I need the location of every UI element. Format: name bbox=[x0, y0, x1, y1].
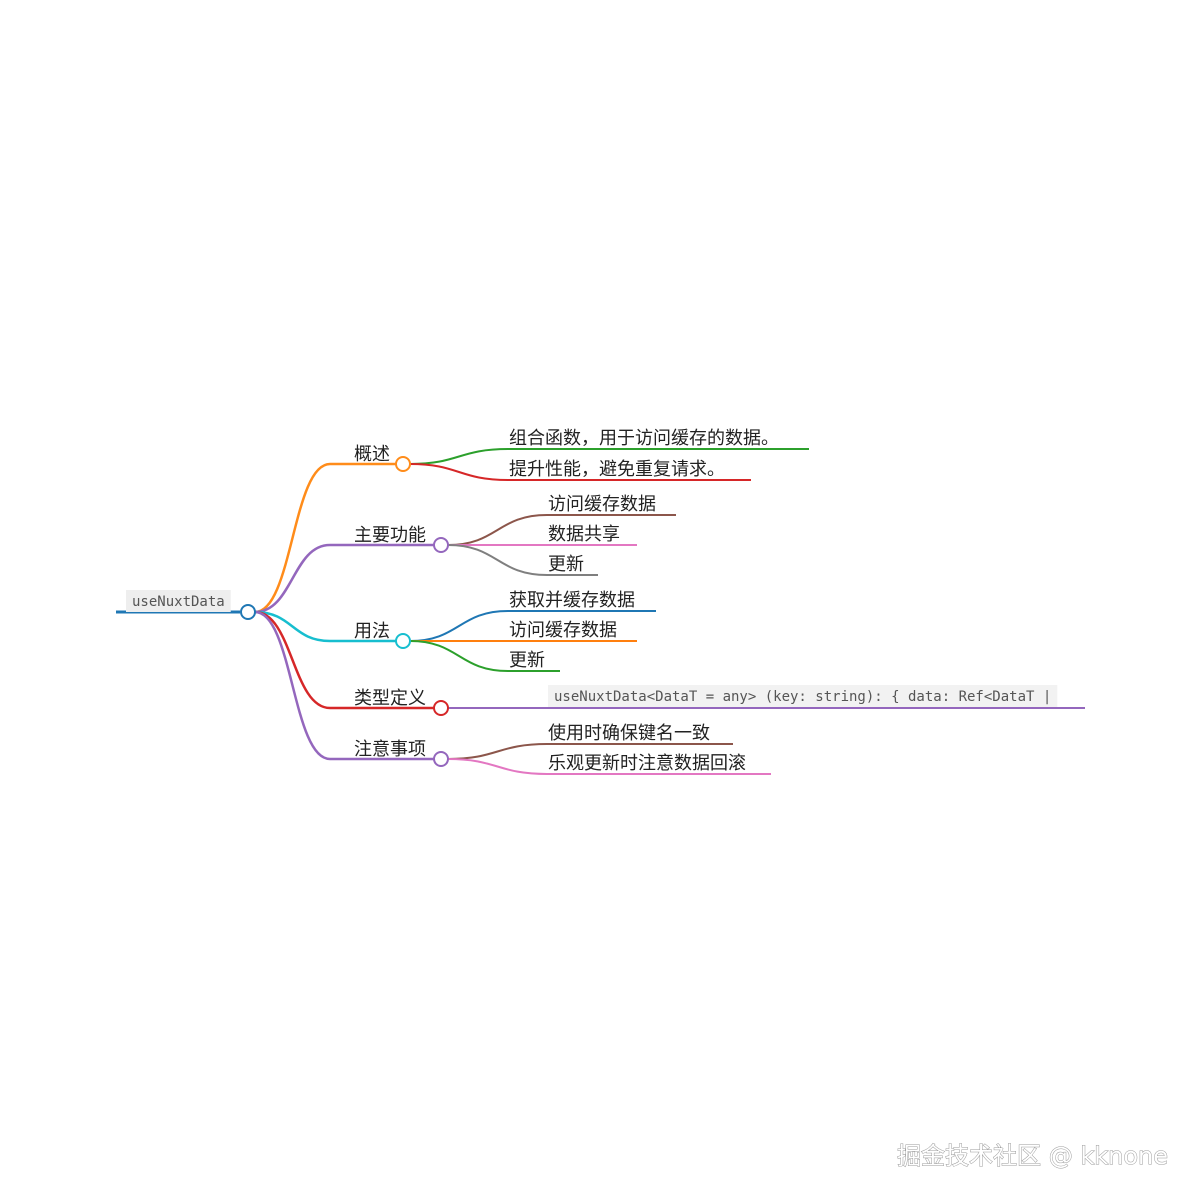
branch-4-collapse-toggle[interactable] bbox=[433, 700, 449, 716]
branch-1-label: 概述 bbox=[354, 444, 390, 465]
branch-5-child-1-edge bbox=[447, 743, 548, 760]
branch-3-child-2-label: 访问缓存数据 bbox=[509, 620, 617, 641]
branch-2-label: 主要功能 bbox=[354, 525, 426, 546]
branch-3-child-1-edge bbox=[409, 610, 509, 642]
branch-4-child-1-label: useNuxtData<DataT = any> (key: string): … bbox=[554, 689, 1051, 705]
branch-2-child-1-edge bbox=[447, 514, 548, 546]
branch-2-child-1-label: 访问缓存数据 bbox=[548, 494, 656, 515]
branch-2-child-2-label: 数据共享 bbox=[548, 524, 620, 545]
branch-5-child-2-label: 乐观更新时注意数据回滚 bbox=[548, 753, 746, 774]
branch-1-child-1-label: 组合函数，用于访问缓存的数据。 bbox=[509, 428, 779, 449]
branch-2-child-3-label: 更新 bbox=[548, 554, 584, 575]
branch-2-child-3-edge bbox=[447, 544, 548, 576]
branch-5-child-2-edge bbox=[447, 758, 548, 775]
branch-2-edge bbox=[254, 543, 331, 614]
branch-5-collapse-toggle[interactable] bbox=[433, 751, 449, 767]
watermark: 掘金技术社区 @ kknone bbox=[897, 1142, 1168, 1170]
root-collapse-toggle[interactable] bbox=[240, 604, 256, 620]
branch-1-edge bbox=[254, 462, 331, 614]
branch-1-child-2-edge bbox=[409, 463, 509, 481]
mindmap-edges bbox=[116, 448, 1085, 775]
branch-3-child-3-edge bbox=[409, 640, 509, 672]
branch-3-collapse-toggle[interactable] bbox=[395, 633, 411, 649]
mindmap-nodes: useNuxtData 概述 组合函数，用于访问缓存的数据。提升性能，避免重复请求。… bbox=[126, 428, 1058, 774]
branch-5-child-1-label: 使用时确保键名一致 bbox=[548, 723, 710, 744]
root-node-bg bbox=[126, 590, 231, 612]
branch-3-edge bbox=[254, 610, 331, 643]
branch-1-child-1-edge bbox=[409, 448, 509, 465]
root-node-label: useNuxtData bbox=[132, 594, 225, 610]
branch-4-child-1-code-bg bbox=[548, 685, 1058, 707]
branch-5-edge bbox=[254, 610, 331, 761]
branch-5-label: 注意事项 bbox=[354, 739, 426, 760]
branch-2-collapse-toggle[interactable] bbox=[433, 537, 449, 553]
branch-3-child-1-label: 获取并缓存数据 bbox=[509, 590, 635, 611]
branch-4-label: 类型定义 bbox=[354, 688, 426, 709]
branch-1-collapse-toggle[interactable] bbox=[395, 456, 411, 472]
branch-3-label: 用法 bbox=[354, 621, 390, 642]
branch-3-child-3-label: 更新 bbox=[509, 650, 545, 671]
branch-1-child-2-label: 提升性能，避免重复请求。 bbox=[509, 459, 725, 480]
